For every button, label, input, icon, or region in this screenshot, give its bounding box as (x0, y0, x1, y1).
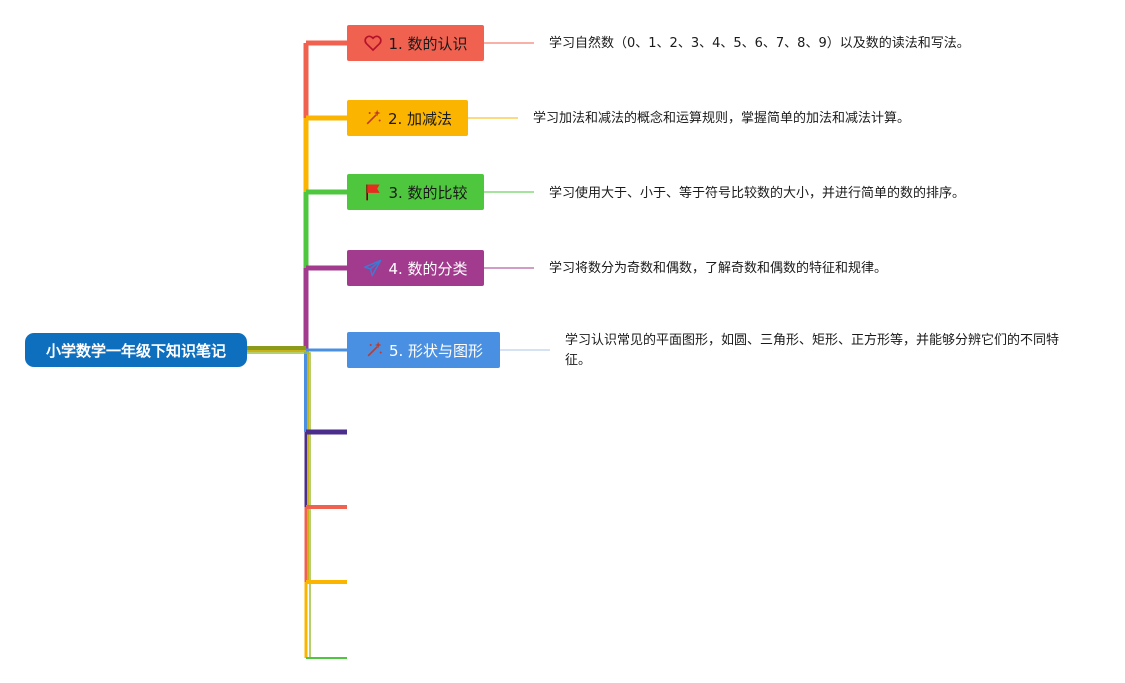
root-topic[interactable]: 小学数学一年级下知识笔记 (25, 333, 247, 367)
heart-icon (363, 33, 383, 53)
topic-2-note: 学习加法和减法的概念和运算规则，掌握简单的加法和减法计算。 (533, 111, 911, 126)
topic-3-label: 3. 数的比较 (388, 183, 468, 202)
topic-2-label: 2. 加减法 (387, 109, 453, 128)
topic-4[interactable]: 4. 数的分类 (347, 250, 484, 286)
root-connector (247, 352, 311, 658)
topic-4-note: 学习将数分为奇数和偶数，了解奇数和偶数的特征和规律。 (549, 261, 888, 276)
topic-5-label: 5. 形状与图形 (388, 341, 484, 360)
topic-4-label: 4. 数的分类 (388, 259, 468, 278)
magic-wand-icon (363, 108, 383, 128)
paper-plane-icon (363, 258, 383, 278)
topic-1-note: 学习自然数（0、1、2、3、4、5、6、7、8、9）以及数的读法和写法。 (549, 36, 970, 51)
topic-1[interactable]: 1. 数的认识 (347, 25, 484, 61)
topic-3[interactable]: 3. 数的比较 (347, 174, 484, 210)
topic-3-note: 学习使用大于、小于、等于符号比较数的大小，并进行简单的数的排序。 (549, 186, 966, 201)
topic-2[interactable]: 2. 加减法 (347, 100, 468, 136)
topic-5[interactable]: 5. 形状与图形 (347, 332, 500, 368)
flag-icon (363, 182, 383, 202)
topic-5-note: 学习认识常见的平面图形，如圆、三角形、矩形、正方形等，并能够分辨它们的不同特征。 (565, 333, 1060, 368)
magic-wand-icon (364, 340, 384, 360)
topic-1-label: 1. 数的认识 (388, 34, 468, 53)
root-connector (247, 350, 309, 582)
root-topic-label: 小学数学一年级下知识笔记 (45, 341, 226, 360)
